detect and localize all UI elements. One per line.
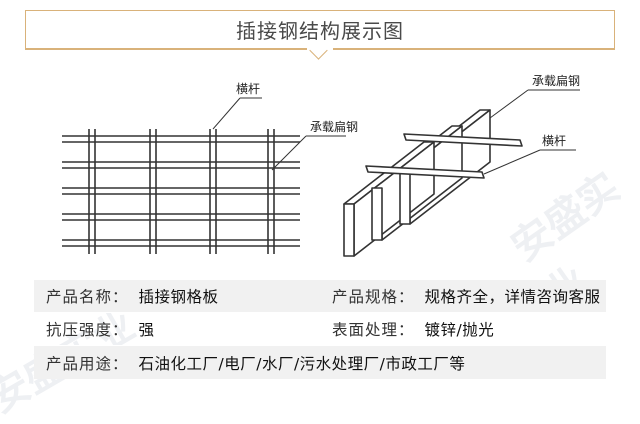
page-title: 插接钢结构展示图: [236, 19, 404, 43]
surface-value: 镀锌/抛光: [424, 321, 495, 339]
right-bearing-leader: [489, 89, 529, 119]
spec-cell-strength: 抗压强度： 强: [34, 318, 320, 340]
spec-row-name-spec: 产品名称： 插接钢格板 产品规格： 规格齐全，详情咨询客服: [34, 280, 606, 313]
grating-diagram: 横杆 承载扁钢 承载扁钢 横杆: [62, 74, 580, 257]
spec-row-strength-surface: 抗压强度： 强 表面处理： 镀锌/抛光: [34, 313, 606, 346]
left-crossbar-label: 横杆: [236, 82, 260, 96]
product-name-value: 插接钢格板: [138, 288, 219, 306]
usage-value: 石油化工厂/电厂/水厂/污水处理厂/市政工厂等: [138, 354, 466, 373]
spec-row-usage: 产品用途： 石油化工厂/电厂/水厂/污水处理厂/市政工厂等: [34, 346, 606, 379]
strength-value: 强: [138, 321, 155, 339]
spec-cell-name: 产品名称： 插接钢格板: [34, 285, 320, 307]
left-grating-drawing: [62, 97, 346, 254]
usage-label: 产品用途：: [46, 354, 129, 373]
right-bearing-bar-label: 承载扁钢: [532, 74, 580, 88]
right-bearing-bars: [343, 109, 491, 257]
left-crossbars: [88, 129, 275, 254]
title-frame-bottom-left: [25, 48, 307, 50]
product-spec-value: 规格齐全，详情咨询客服: [424, 288, 601, 306]
left-bearing-bars: [62, 135, 300, 247]
strength-label: 抗压强度：: [46, 321, 129, 339]
right-crossbar-leader: [483, 149, 541, 175]
right-crossbars: [365, 133, 523, 179]
left-crossbar-leader: [212, 97, 241, 130]
spec-cell-spec: 产品规格： 规格齐全，详情咨询客服: [320, 285, 606, 307]
spec-cell-surface: 表面处理： 镀锌/抛光: [320, 318, 606, 340]
title-frame: [25, 10, 615, 48]
left-bearing-leader: [271, 135, 307, 171]
title-frame-bottom-right: [333, 48, 615, 50]
left-bearing-bar-label: 承载扁钢: [310, 120, 358, 134]
spec-cell-usage: 产品用途： 石油化工厂/电厂/水厂/污水处理厂/市政工厂等: [34, 352, 465, 374]
right-grating-drawing: [343, 89, 580, 257]
surface-label: 表面处理：: [332, 321, 415, 339]
product-spec-label: 产品规格：: [332, 288, 415, 306]
product-name-label: 产品名称：: [46, 288, 129, 306]
spec-table: 产品名称： 插接钢格板 产品规格： 规格齐全，详情咨询客服 抗压强度： 强 表面…: [34, 280, 606, 379]
right-crossbar-label: 横杆: [542, 134, 566, 148]
